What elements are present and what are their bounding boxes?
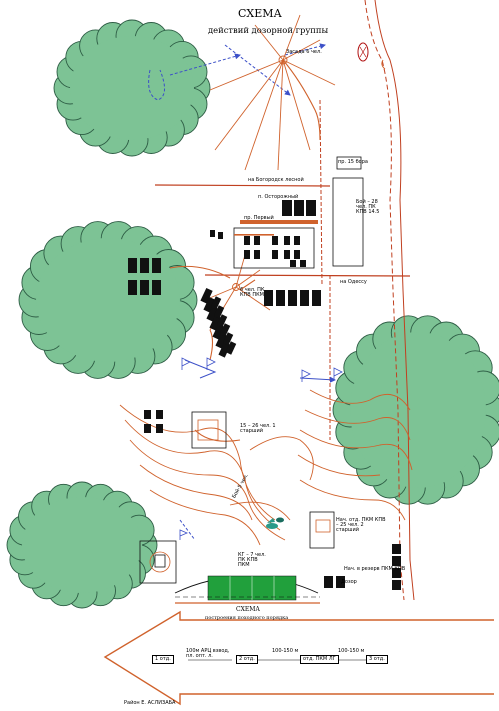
building — [306, 200, 316, 216]
building — [210, 230, 215, 237]
building — [144, 410, 151, 419]
building — [144, 424, 151, 433]
building — [300, 260, 306, 267]
march-unit-3: отд. ПКМ ЛГ — [300, 655, 339, 664]
building — [392, 568, 401, 578]
shelter — [174, 575, 320, 604]
label-reserve: Нач. в резерв ПКМ КПВ — [344, 566, 406, 572]
label-road-right: на Одессу — [340, 279, 367, 285]
forest — [332, 315, 499, 505]
march-gap-1: 100м АРЦ взвод, пл. опт. л. — [186, 648, 230, 659]
building — [200, 287, 213, 304]
forest — [18, 221, 198, 379]
label-group-right: Нач. отд. ПКМ КПВ – 25 чел. 2 старший — [336, 517, 386, 533]
label-group-left: 6 чел. ПК КПВ ПКМ — [240, 287, 265, 298]
building — [218, 232, 223, 239]
building — [225, 341, 237, 355]
march-unit-2: 2 отд. — [236, 655, 258, 664]
building — [156, 410, 163, 419]
building — [294, 250, 300, 259]
label-post-top: пр. 15 бора — [338, 159, 368, 165]
building — [284, 236, 290, 245]
building — [282, 200, 292, 216]
building — [254, 236, 260, 245]
building — [324, 576, 333, 588]
building — [312, 290, 321, 306]
building — [128, 258, 137, 273]
building — [284, 250, 290, 259]
forest — [6, 481, 158, 609]
label-group-mid: Бой – 28 чел. ПК КПВ 14.5 — [356, 199, 380, 215]
march-gap-3: 100-150 м — [338, 648, 365, 654]
scheme-bottom-title: СХЕМА — [236, 606, 260, 613]
building — [288, 290, 297, 306]
march-unit-1: 1 отд. — [152, 655, 174, 664]
shield-marker — [357, 42, 386, 70]
building — [272, 236, 278, 245]
building — [128, 280, 137, 295]
building — [212, 323, 225, 340]
building — [244, 250, 250, 259]
building — [244, 236, 250, 245]
march-diagram — [103, 610, 494, 706]
building — [219, 323, 231, 337]
building — [294, 200, 304, 216]
building — [276, 290, 285, 306]
label-group-center: 15 – 26 чел. 1 старший — [240, 423, 276, 434]
march-footer: Район Е. АСЛИЗАБА — [124, 700, 176, 706]
fire-sectors — [204, 14, 336, 331]
building — [209, 314, 222, 331]
label-north-ambush: Засада 6 чел. — [286, 49, 322, 55]
compounds — [139, 156, 364, 584]
map-subtitle: действий дозорной группы — [208, 25, 329, 35]
building — [294, 236, 300, 245]
building — [216, 314, 228, 328]
building — [206, 305, 219, 322]
building — [272, 250, 278, 259]
building — [254, 250, 260, 259]
label-post-obs: п. Осторожный — [258, 194, 299, 200]
scheme-bottom-subtitle: построения походного порядка — [205, 615, 289, 621]
building — [215, 332, 228, 349]
label-reserve2: Дозор — [341, 579, 357, 585]
building — [218, 341, 231, 358]
building — [290, 260, 296, 267]
building — [152, 258, 161, 273]
label-group-south: КГ – 7 чел. ПК КПВ ПКМ — [238, 552, 266, 568]
map-title: СХЕМА — [238, 7, 282, 20]
flags — [179, 357, 343, 540]
building — [203, 296, 216, 313]
building — [140, 258, 149, 273]
building — [213, 305, 225, 319]
march-gap-2: 100-150 м — [272, 648, 299, 654]
building — [392, 580, 401, 590]
building — [264, 290, 273, 306]
building — [156, 424, 163, 433]
forest-areas — [6, 19, 499, 609]
label-group-top: пр. Первый — [244, 215, 274, 221]
building — [336, 576, 345, 588]
forest — [53, 19, 211, 157]
teal-markers — [266, 517, 284, 529]
building — [392, 556, 401, 566]
building — [392, 544, 401, 554]
march-unit-4: 3 отд. — [366, 655, 388, 664]
building — [300, 290, 309, 306]
building — [222, 332, 234, 346]
building — [152, 280, 161, 295]
buildings — [128, 200, 401, 590]
building — [210, 296, 222, 310]
terrain-contours — [119, 389, 413, 546]
label-road-north: на Богородск лесной — [248, 177, 304, 183]
building — [140, 280, 149, 295]
